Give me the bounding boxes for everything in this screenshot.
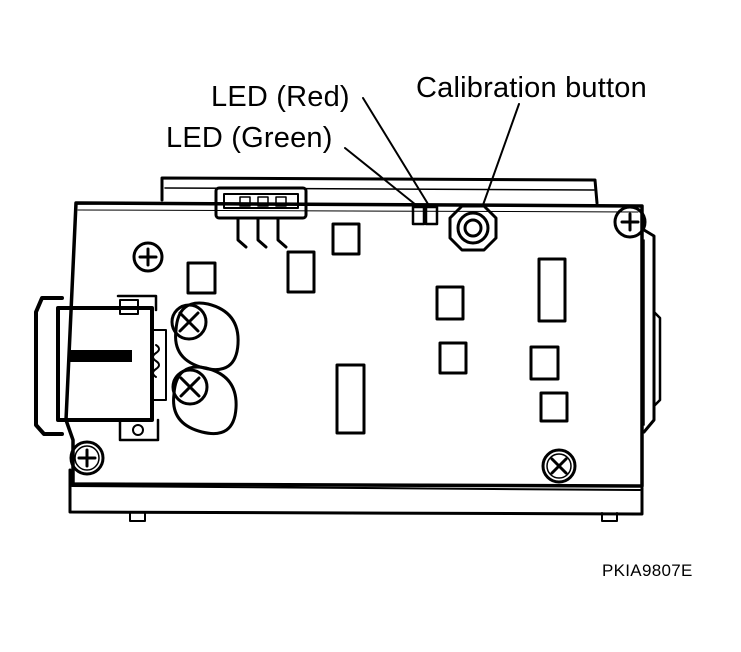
left-mounting-bracket <box>34 294 167 442</box>
led-green-label: LED (Green) <box>166 122 333 154</box>
capacitor-icon <box>170 301 240 435</box>
connector-icon <box>214 186 308 249</box>
board-components <box>186 222 569 435</box>
top-rear-plate <box>160 176 599 205</box>
figure-code: PKIA9807E <box>602 561 693 580</box>
right-side-bracket <box>642 228 662 434</box>
led-icon <box>411 205 439 226</box>
led-red-label: LED (Red) <box>211 81 350 113</box>
calibration-button-label: Calibration button <box>416 72 647 104</box>
push-button-icon <box>448 204 498 252</box>
screw-head-icon <box>69 205 647 484</box>
leader-lines <box>344 97 520 206</box>
base-plate <box>68 468 644 522</box>
